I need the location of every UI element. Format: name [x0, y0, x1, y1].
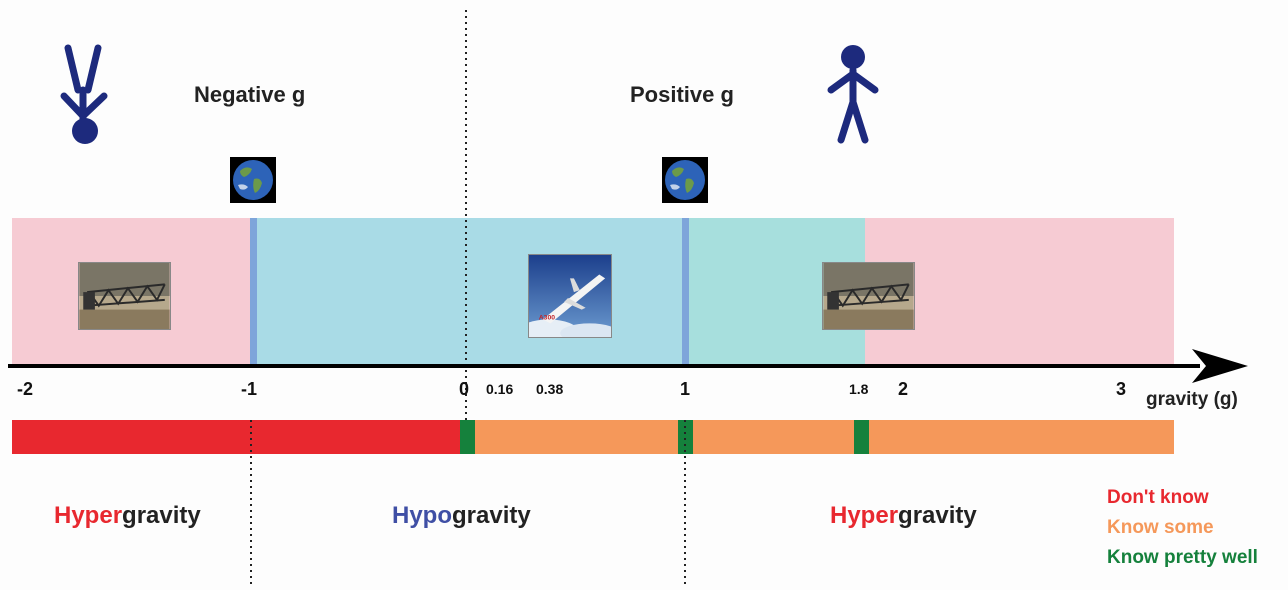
tick-label: 3 [1116, 379, 1127, 399]
tick-label: 2 [898, 379, 909, 399]
centrifuge-photo-left [78, 262, 171, 330]
legend-dont-know: Don't know [1107, 487, 1209, 508]
parabolic-flight-aircraft-photo: A300 [528, 254, 612, 338]
region-label-hypergravity-positive: Hypergravity [830, 502, 977, 530]
tick-label: 1 [680, 379, 691, 399]
negative-g-heading: Negative g [194, 82, 306, 107]
positive-g-heading: Positive g [630, 82, 734, 107]
earth-globe-icon-negative [230, 157, 276, 203]
aircraft-livery-text: A300 [539, 314, 556, 321]
gravity-axis-arrowhead [1192, 349, 1248, 383]
tick-label: 1.8 [849, 381, 869, 397]
region-prefix: Hypo [392, 502, 452, 529]
region-prefix: Hyper [830, 502, 899, 529]
upright-person-icon [827, 45, 879, 144]
hypergravity-band-positive [865, 218, 1174, 366]
region-prefix: Hyper [54, 502, 123, 529]
centrifuge-photo-right [822, 262, 915, 330]
region-label-hypogravity: Hypogravity [392, 502, 531, 530]
region-suffix: gravity [898, 502, 977, 529]
earth-gravity-line-negative [250, 218, 257, 366]
earth-gravity-line-positive [682, 218, 689, 366]
region-label-hypergravity-negative: Hypergravity [54, 502, 201, 530]
inverted-person-icon [60, 44, 108, 144]
tick-label: 0 [459, 379, 470, 399]
tick-label: -2 [17, 379, 34, 399]
tick-label: 0.38 [536, 381, 564, 397]
earth-globe-icon-positive [662, 157, 708, 203]
region-suffix: gravity [122, 502, 201, 529]
tick-label: 0.16 [486, 381, 514, 397]
knowledge-bar-know-well-zero [460, 420, 475, 454]
tick-label: -1 [241, 379, 258, 399]
knowledge-bar-dont-know [12, 420, 460, 454]
legend-know-pretty-well: Know pretty well [1107, 547, 1258, 568]
axis-label: gravity (g) [1146, 389, 1238, 410]
hypogravity-band [250, 218, 686, 366]
knowledge-bar-know-some [460, 420, 1174, 454]
knowledge-bar-know-well-1-8 [854, 420, 869, 454]
region-suffix: gravity [452, 502, 531, 529]
legend-know-some: Know some [1107, 517, 1214, 538]
knowledge-bar-know-well-one [678, 420, 693, 454]
